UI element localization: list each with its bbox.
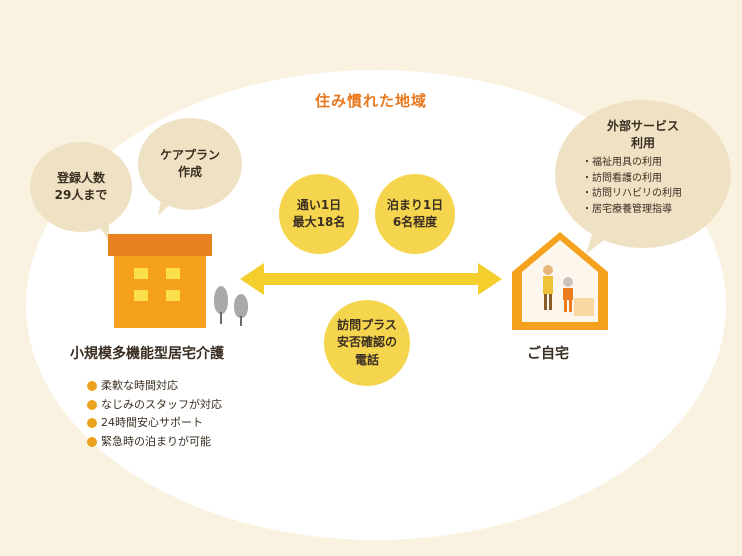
home-icon — [512, 232, 608, 330]
tree-trunk — [220, 312, 222, 324]
care-plan-bubble: ケアプラン 作成 — [138, 118, 242, 210]
external-service-item: 訪問リハビリの利用 — [582, 186, 682, 202]
overnight-text: 泊まり1日 6名程度 — [386, 197, 444, 229]
external-services-list: 福祉用具の利用 訪問看護の利用 訪問リハビリの利用 居宅療養管理指導 — [582, 155, 682, 217]
region-title: 住み慣れた地域 — [314, 92, 427, 110]
external-services-title: 外部サービス 利用 — [606, 119, 679, 150]
day-visit-text: 通い1日 最大18名 — [292, 197, 346, 229]
external-service-item: 居宅療養管理指導 — [582, 202, 682, 218]
external-services-bubble-tail — [586, 228, 612, 254]
facility-features-list: 柔軟な時間対応 なじみのスタッフが対応 24時間安心サポート 緊急時の泊まりが可… — [87, 377, 222, 451]
home-visit-text: 訪問プラス 安否確認の 電話 — [336, 317, 397, 367]
tree-trunk — [240, 316, 242, 326]
feature-item: 柔軟な時間対応 — [87, 377, 222, 396]
feature-item: なじみのスタッフが対応 — [87, 396, 222, 415]
facility-name: 小規模多機能型居宅介護 — [70, 346, 224, 362]
feature-item: 24時間安心サポート — [87, 414, 222, 433]
registration-bubble-tail — [94, 218, 110, 240]
tree-icon — [214, 286, 228, 314]
external-service-item: 訪問看護の利用 — [582, 171, 682, 187]
home-visit-circle: 訪問プラス 安否確認の 電話 — [324, 300, 410, 386]
facility-building-roof — [108, 234, 212, 256]
window-icon — [134, 268, 148, 279]
window-icon — [166, 290, 180, 301]
registration-bubble: 登録人数 29人まで — [30, 142, 132, 232]
care-plan-text: ケアプラン 作成 — [159, 147, 220, 179]
feature-item: 緊急時の泊まりが可能 — [87, 433, 222, 452]
registration-text: 登録人数 29人まで — [54, 170, 108, 202]
home-name: ご自宅 — [527, 346, 569, 362]
two-way-arrow-icon — [240, 263, 502, 295]
day-visit-circle: 通い1日 最大18名 — [279, 174, 359, 254]
care-plan-bubble-tail — [158, 194, 180, 216]
external-service-item: 福祉用具の利用 — [582, 155, 682, 171]
tree-icon — [234, 294, 248, 318]
overnight-circle: 泊まり1日 6名程度 — [375, 174, 455, 254]
window-icon — [166, 268, 180, 279]
window-icon — [134, 290, 148, 301]
facility-building-icon — [114, 256, 206, 328]
